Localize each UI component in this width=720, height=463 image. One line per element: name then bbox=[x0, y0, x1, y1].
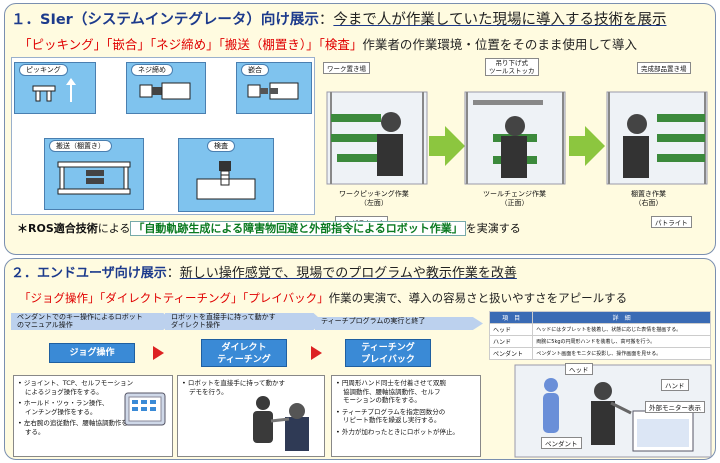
label-patlite: パトライト bbox=[651, 216, 692, 228]
jog-operation-label: ジョグ操作 bbox=[49, 343, 135, 363]
tile-fitting: 嵌合 bbox=[236, 62, 312, 114]
jog-bullet: ジョイント、TCP、セルフモーション によるジョグ操作をする。 bbox=[18, 379, 133, 396]
fitting-illustration bbox=[247, 82, 299, 99]
pendant-tablet-icon bbox=[124, 392, 166, 426]
section2-title-sub: 新しい操作感覚で、現場でのプログラムや教示作業を改善 bbox=[179, 266, 517, 281]
play-icon-2 bbox=[311, 346, 322, 360]
table-row: ハンド両腕に5kgの円周形ハンドを装着し、高可搬を行う。 bbox=[488, 335, 711, 348]
tile-transport-label: 搬送（棚置き） bbox=[49, 140, 112, 152]
label-finished-parts: 完成部品置き場 bbox=[637, 62, 691, 74]
playback-bullets: 円周形ハンド同士を付着させて双腕 協調動作、腰軸協調動作、セルフ モーションの動… bbox=[331, 375, 481, 457]
enduser-exhibit-panel: ２．エンドユーザ向け展示：新しい操作感覚で、現場でのプログラムや教示作業を改善 … bbox=[4, 258, 716, 460]
section2-subline: 「ジョグ操作」「ダイレクトティーチング」「プレイバック」作業の実演で、導入の容易… bbox=[19, 290, 627, 306]
direct-teaching-bullet: ロボットを直接手に持って動かす デモを行う。 bbox=[182, 379, 320, 396]
task-tiles-box: ピッキング ネジ締め 嵌合 搬送（棚置き） bbox=[11, 57, 315, 215]
jog-bullet: ホールド・ツゥ・ラン操作、 インチング操作をする。 bbox=[18, 399, 122, 416]
tile-picking-label: ピッキング bbox=[19, 64, 68, 76]
ros-highlight: 「自動軌跡生成による障害物回避と外部指令によるロボット作業」 bbox=[130, 221, 466, 236]
cell-right-illustration bbox=[606, 91, 708, 185]
section1-subline-rest: 作業者の作業環境・位置をそのまま使用して導入 bbox=[362, 37, 638, 52]
caption-cell-center: ツールチェンジ作業 （正面） bbox=[483, 190, 546, 207]
section1-title-main: １．SIer（システムインテグレータ）向け展示 bbox=[11, 12, 319, 28]
tile-fitting-label: 嵌合 bbox=[241, 64, 269, 76]
playback-bullet: 円周形ハンド同士を付着させて双腕 協調動作、腰軸協調動作、セルフ モーションの動… bbox=[336, 379, 476, 405]
ros-statement: ＊ROS適合技術による「自動軌跡生成による障害物回避と外部指令によるロボット作業… bbox=[17, 221, 521, 236]
jog-bullet: 左右腕の追従動作、腰軸協調動作を する。 bbox=[18, 419, 168, 436]
sier-exhibit-panel: １．SIer（システムインテグレータ）向け展示：今まで人が作業していた現場に導入… bbox=[4, 3, 716, 255]
picking-illustration bbox=[32, 77, 76, 102]
tile-picking: ピッキング bbox=[14, 62, 96, 114]
robot-cell-illustrations: ワーク置き場 吊り下げ式 ツールストッカ 完成部品置き場 ワークピッキング作業 … bbox=[317, 56, 713, 232]
step2-description: ロボットを直接手に持って動かす ダイレクト操作 bbox=[165, 313, 323, 330]
table-row: ヘッドヘッドにはタブレットを装着し、状態に応じた表情を描画する。 bbox=[488, 323, 711, 336]
caption-cell-left: ワークピッキング作業 （左面） bbox=[339, 190, 409, 207]
shelf-illustration bbox=[57, 161, 131, 194]
tile-inspection: 検査 bbox=[178, 138, 274, 212]
section2-title-main: ２．エンドユーザ向け展示 bbox=[11, 266, 167, 281]
tile-transport: 搬送（棚置き） bbox=[44, 138, 144, 210]
callout-hand: ハンド bbox=[661, 379, 689, 391]
inspection-illustration bbox=[196, 160, 256, 200]
teaching-playback-label: ティーチング プレイバック bbox=[345, 339, 431, 367]
direct-teaching-illustration bbox=[253, 396, 309, 451]
playback-bullet: ティーチプログラムを指定回数分の リピート動作を繰返し実行する。 bbox=[336, 408, 476, 425]
label-tool-stocker: 吊り下げ式 ツールストッカ bbox=[485, 58, 539, 76]
section1-subline: 「ピッキング」「嵌合」「ネジ締め」「搬送（棚置き）」「検査」作業者の作業環境・位… bbox=[19, 34, 637, 53]
tile-screw-label: ネジ締め bbox=[131, 64, 173, 76]
step3-description: ティーチプログラムの実行と終了 bbox=[315, 317, 483, 330]
caption-cell-right: 棚置き作業 （右面） bbox=[631, 190, 666, 207]
playback-bullet: 外力が加わったときにロボットが停止。 bbox=[336, 428, 476, 437]
direct-teaching-label: ダイレクト ティーチング bbox=[201, 339, 287, 367]
table-header-item: 項 目 bbox=[488, 311, 534, 324]
spec-table: 項 目 詳 細 ヘッドヘッドにはタブレットを装着し、状態に応じた表情を描画する。… bbox=[488, 311, 711, 360]
screw-illustration bbox=[139, 82, 191, 99]
cell-left-illustration bbox=[326, 91, 428, 185]
section2-subline-rest: 作業の実演で、導入の容易さと扱いやすさをアピールする bbox=[328, 291, 628, 305]
callout-external-monitor: 外部モニター表示 bbox=[645, 401, 705, 413]
section1-title: １．SIer（システムインテグレータ）向け展示：今まで人が作業していた現場に導入… bbox=[11, 12, 667, 28]
callout-head: ヘッド bbox=[565, 363, 593, 375]
cell-center-illustration bbox=[464, 91, 566, 185]
section1-tasks: 「ピッキング」「嵌合」「ネジ締め」「搬送（棚置き）」「検査」 bbox=[19, 37, 363, 52]
section2-title: ２．エンドユーザ向け展示：新しい操作感覚で、現場でのプログラムや教示作業を改善 bbox=[11, 266, 517, 281]
robot-cells-svg bbox=[326, 91, 708, 185]
arrow-right-1 bbox=[429, 126, 465, 166]
label-workplace: ワーク置き場 bbox=[323, 62, 370, 74]
table-header-detail: 詳 細 bbox=[532, 311, 711, 324]
step1-description: ペンダントでのキー操作によるロボット のマニュアル操作 bbox=[11, 313, 173, 330]
tile-screw: ネジ締め bbox=[126, 62, 206, 114]
section1-title-sub: 今まで人が作業していた現場に導入する技術を展示 bbox=[333, 12, 667, 28]
tile-inspection-label: 検査 bbox=[207, 140, 235, 152]
section2-tasks: 「ジョグ操作」「ダイレクトティーチング」「プレイバック」 bbox=[19, 291, 329, 305]
ros-prefix: ＊ROS適合技術 bbox=[17, 222, 98, 235]
table-row: ペンダントペンダント画面をモニタに投影し、操作画面を見せる。 bbox=[488, 347, 711, 360]
play-icon-1 bbox=[153, 346, 164, 360]
arrow-right-2 bbox=[569, 126, 605, 166]
callout-pendant: ペンダント bbox=[541, 437, 582, 449]
